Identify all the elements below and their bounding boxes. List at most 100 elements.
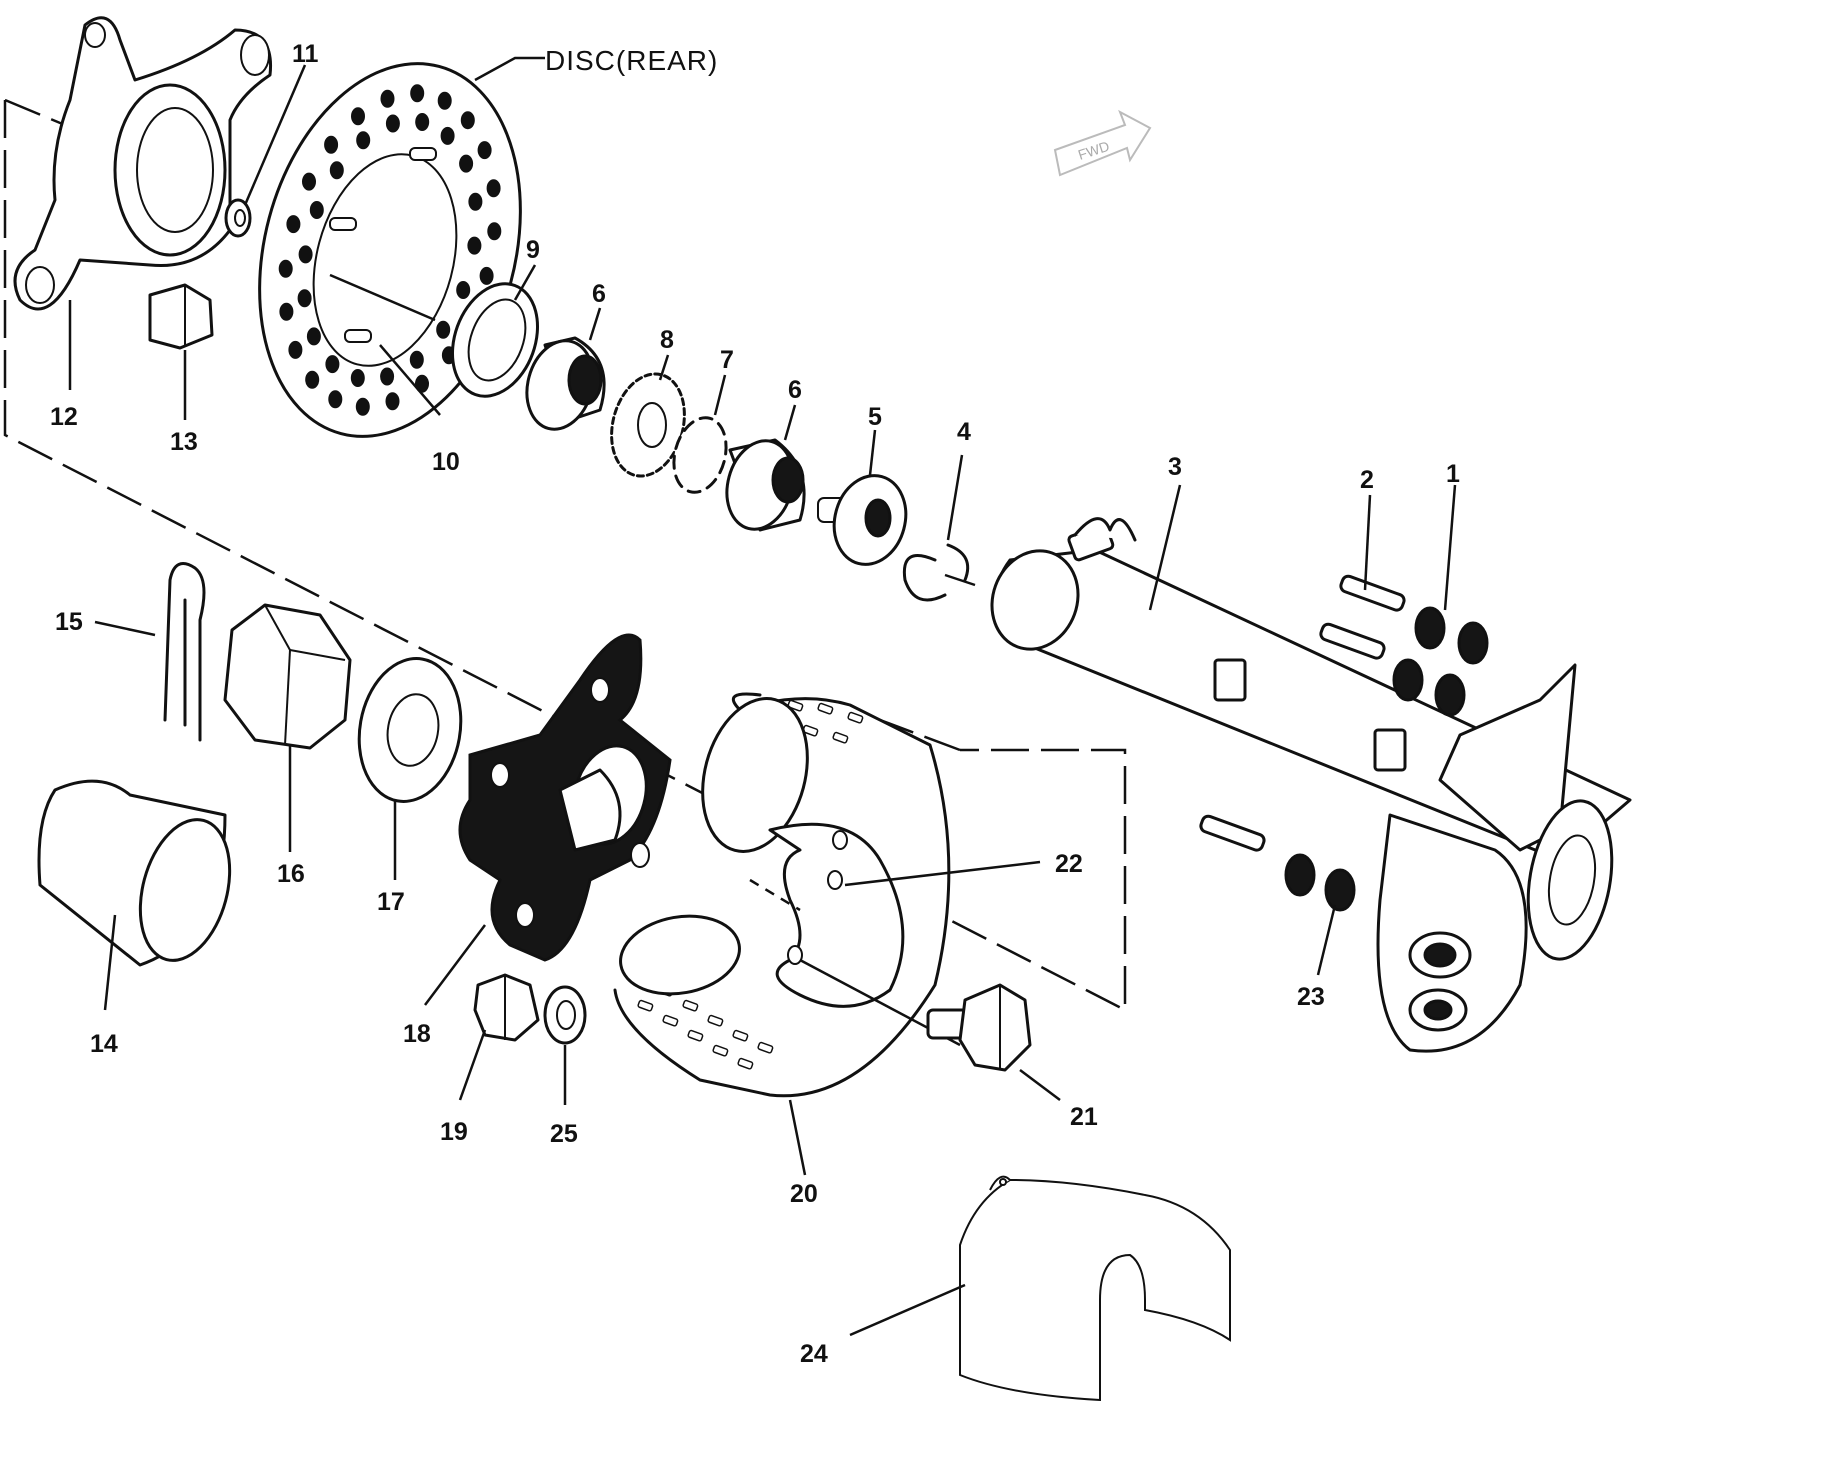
part-21-wheel-stud [926,983,1032,1072]
disc-vent-hole [328,390,343,409]
disc-vent-hole [298,245,313,264]
tire-tread-block [732,1029,749,1042]
tire-tread-block [847,711,864,724]
disc-vent-hole [486,179,501,198]
disc-vent-hole [380,367,395,386]
tire-tread-block [832,731,849,744]
callout-5: 5 [868,403,882,431]
disc-vent-hole [297,289,312,308]
disc-vent-hole [440,126,455,145]
callout-2: 2 [1360,466,1374,494]
disc-vent-hole [325,355,340,374]
callout-23: 23 [1297,983,1325,1011]
part-20-tire [613,692,961,1098]
disc-vent-hole [409,350,424,369]
callout-14: 14 [90,1030,118,1058]
part-15-cotter-pin [163,562,206,742]
disc-vent-hole [329,161,344,180]
disc-vent-hole [351,107,365,126]
disc-vent-hole [380,89,395,108]
disc-vent-hole [355,397,370,416]
disc-vent-hole [410,84,425,103]
disc-vent-hole [286,215,301,234]
disc-vent-hole [479,266,494,285]
part-10-disc-studs [329,147,437,343]
part-3-axle-housing [990,517,1632,1053]
part-6-bearing-inner [525,336,606,431]
part-14-dust-cap [37,779,232,967]
callout-labels: DISC(REAR) 11 12 13 10 9 6 8 7 6 5 4 3 2… [50,40,1460,1368]
disc-vent-hole [305,370,320,389]
disc-vent-hole [460,111,475,130]
callout-4: 4 [957,418,971,446]
disc-vent-hole [456,281,471,299]
callout-3: 3 [1168,453,1182,481]
callout-1: 1 [1446,460,1460,488]
callout-16: 16 [277,860,305,888]
part-25-lock-washer [543,985,587,1045]
disc-vent-hole [468,192,483,211]
disc-vent-hole [437,91,452,110]
callout-21: 21 [1070,1103,1098,1131]
leader-lines [68,56,1457,1337]
part-13-hex-nut [148,283,214,350]
tire-tread-block [662,1014,679,1027]
callout-8: 8 [660,326,674,354]
tire-tread-block [787,699,804,712]
disc-vent-hole [288,340,303,359]
disc-vent-holes [278,84,502,416]
part-9-oil-seal [450,282,540,398]
disc-vent-hole [302,172,316,191]
part-18-wheel-hub [458,633,672,962]
callout-7: 7 [720,346,734,374]
tire-tread-block [707,1014,724,1027]
callout-10: 10 [432,448,460,476]
disc-vent-hole [278,259,293,278]
disc-vent-hole [385,392,400,411]
part-24-chain-cover [959,1175,1231,1402]
callout-24: 24 [800,1340,828,1368]
tire-tread-block [637,999,654,1012]
disc-rear-label: DISC(REAR) [545,45,718,76]
fwd-direction-arrow: FWD [1053,109,1152,177]
disc-vent-hole [350,369,365,387]
part-23-nuts [1284,853,1356,912]
callout-6a: 6 [592,280,606,308]
callout-19: 19 [440,1118,468,1146]
disc-vent-hole [436,320,451,339]
disc-vent-hole [385,114,400,133]
tire-tread-block [682,999,699,1012]
disc-vent-hole [309,201,324,219]
callout-11: 11 [292,40,319,68]
tire-tread-block [687,1029,704,1042]
part-17-washer [357,657,463,803]
tire-tread-block [817,702,834,715]
disc-vent-hole [467,236,482,255]
callout-17: 17 [377,888,405,916]
part-16-axle-nut [223,603,352,750]
tire-tread-block [712,1044,729,1057]
part-1-nuts [1392,606,1489,717]
callout-12: 12 [50,403,78,431]
callout-6b: 6 [788,376,802,404]
disc-vent-hole [477,141,492,160]
callout-9: 9 [526,236,540,264]
part-19-lug-nut [473,973,540,1042]
callout-13: 13 [170,428,198,456]
disc-vent-hole [487,222,502,241]
part-2-bolts [1199,574,1406,852]
tire-tread-block [737,1057,754,1070]
disc-vent-hole [306,327,321,346]
disc-vent-hole [356,131,371,150]
callout-15: 15 [55,608,83,636]
disc-vent-hole [415,113,430,131]
rear-brake-disc [258,62,522,438]
part-6-bearing-outer [725,438,806,532]
part-4-circlip [902,543,976,602]
callout-20: 20 [790,1180,818,1208]
disc-vent-hole [279,302,294,321]
disc-vent-hole [324,135,339,154]
part-12-caliper-bracket [13,16,273,311]
part-5-bearing-retainer [817,474,908,566]
